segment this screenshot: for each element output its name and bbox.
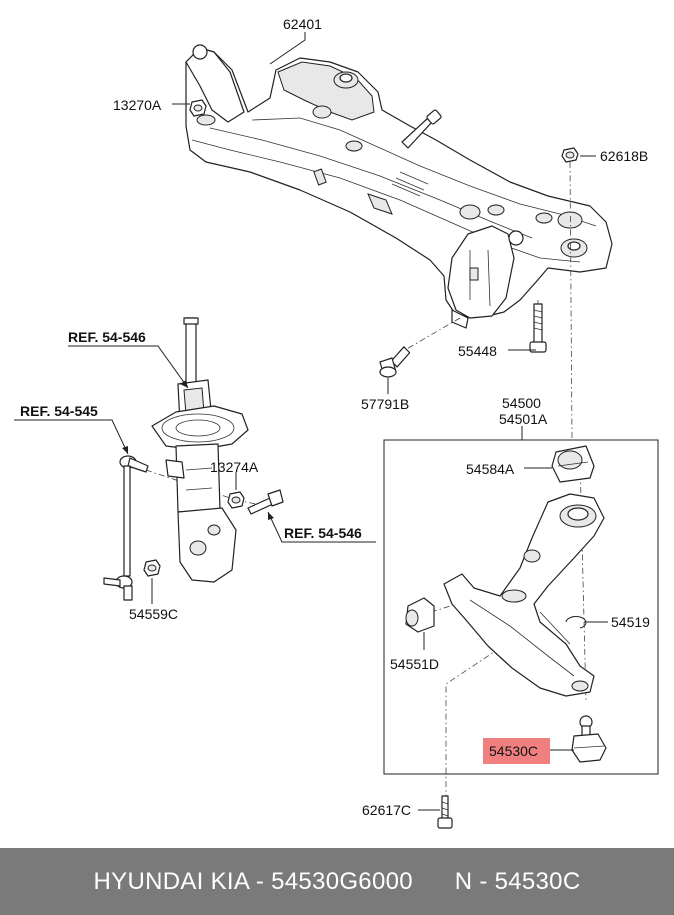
bolt-62617C (437, 795, 453, 829)
ref-54-546-top-pointer (68, 345, 189, 389)
label-62401: 62401 (283, 16, 322, 32)
part-number-footer: HYUNDAI KIA - 54530G6000 N - 54530C (0, 848, 674, 915)
ref-54-546-mid-pointer (267, 511, 376, 543)
footer-brand-part-number: HYUNDAI KIA - 54530G6000 (93, 867, 413, 895)
label-54551D: 54551D (390, 656, 439, 672)
label-62617C: 62617C (362, 802, 411, 818)
label-54501A: 54501A (499, 411, 548, 427)
nut-54559C (143, 559, 161, 577)
label-62618B: 62618B (600, 148, 648, 164)
lower-control-arm (443, 493, 605, 697)
parts-diagram: 62401 13270A 62618B 55448 57791B 54500 5… (14, 16, 659, 829)
lower-arm-frame (383, 439, 659, 775)
bolt-55448 (529, 303, 547, 353)
crossmember-62401 (185, 44, 613, 329)
label-13270A: 13270A (113, 97, 162, 113)
label-54500: 54500 (502, 395, 541, 411)
footer-diagram-code: N - 54530C (454, 867, 581, 895)
bushing-54584A (551, 445, 595, 483)
ball-joint-54530C (571, 715, 607, 763)
nut-62618B (561, 147, 579, 163)
label-13274A: 13274A (210, 459, 259, 475)
part-highlight (483, 738, 550, 764)
label-ref-54-546-mid: REF. 54-546 (284, 525, 362, 541)
label-54519: 54519 (611, 614, 650, 630)
nut-13274A (227, 491, 245, 509)
bushing-54551D (405, 597, 435, 633)
bolt-57791B (379, 346, 411, 378)
label-54584A: 54584A (466, 461, 515, 477)
label-54530C: 54530C (489, 743, 538, 759)
strut-assembly (151, 317, 249, 583)
stabilizer-link (103, 455, 149, 601)
label-ref-54-546-top: REF. 54-546 (68, 329, 146, 345)
label-54559C: 54559C (129, 606, 178, 622)
nut-13270A (189, 99, 207, 117)
ref-54-545-pointer (14, 419, 129, 455)
label-57791B: 57791B (361, 396, 409, 412)
label-ref-54-545: REF. 54-545 (20, 403, 98, 419)
label-55448: 55448 (458, 343, 497, 359)
snap-ring-54519 (565, 616, 587, 629)
strut-bolt (247, 489, 284, 515)
